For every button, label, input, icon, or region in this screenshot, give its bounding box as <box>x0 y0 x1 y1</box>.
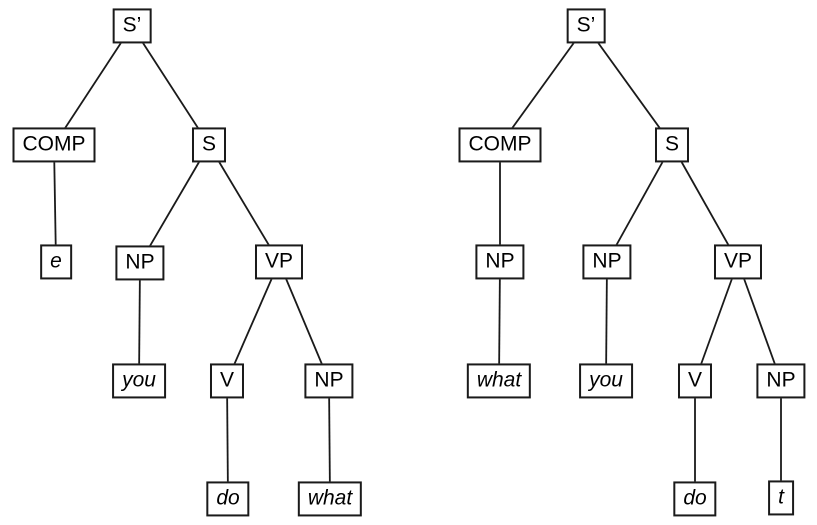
right-tree-node-do: do <box>673 481 717 517</box>
left-tree-node-vp: VP <box>254 244 304 280</box>
left-tree-edge-vp-np-obj <box>278 261 330 382</box>
right-tree-node-vp: VP <box>713 244 763 280</box>
right-tree-node-you: you <box>579 363 633 399</box>
right-tree-edge-s-bar-comp <box>499 25 587 146</box>
right-tree-edge-s-vp <box>671 144 739 263</box>
left-tree-edge-comp-e <box>53 144 57 263</box>
left-tree-node-e: e <box>40 244 72 280</box>
left-tree-node-comp: COMP <box>12 127 96 163</box>
right-tree-node-v: V <box>677 363 713 399</box>
left-tree-node-you: you <box>112 363 166 399</box>
right-tree-node-s-bar: S’ <box>566 8 606 44</box>
right-tree-node-t: t <box>768 480 794 516</box>
left-tree-edge-s-bar-s <box>131 25 210 146</box>
left-tree-edge-v-do <box>226 380 229 500</box>
left-tree-node-what: what <box>297 481 363 517</box>
left-tree-edge-vp-v <box>226 261 280 382</box>
left-tree-edge-np-subj-you <box>138 262 141 382</box>
right-tree-edge-s-np-subj <box>606 144 673 263</box>
left-tree-node-v: V <box>209 363 245 399</box>
right-tree-edge-np-comp-what <box>498 261 501 382</box>
left-tree-edge-s-bar-comp <box>53 25 133 146</box>
right-tree-edge-vp-np-obj <box>737 261 782 382</box>
right-tree-node-np-comp: NP <box>475 244 525 280</box>
left-tree-edge-np-obj-what <box>328 380 331 500</box>
left-tree-node-do: do <box>206 481 250 517</box>
right-tree-node-what: what <box>466 363 532 399</box>
right-tree-node-comp: COMP <box>458 127 542 163</box>
left-tree-edge-s-vp <box>208 144 280 263</box>
right-tree-node-np-subj: NP <box>582 244 632 280</box>
left-tree-node-np-obj: NP <box>304 363 354 399</box>
right-tree-edge-vp-v <box>694 261 739 382</box>
left-tree-edge-s-np-subj <box>139 144 210 264</box>
right-tree-node-s: S <box>654 127 690 163</box>
left-tree-node-s: S <box>191 127 227 163</box>
left-tree-node-s-bar: S’ <box>112 8 152 44</box>
right-tree-edge-s-bar-s <box>585 25 673 146</box>
left-tree-node-np-subj: NP <box>115 245 165 281</box>
right-tree-edge-np-subj-you <box>605 261 608 382</box>
right-tree-node-np-obj: NP <box>756 363 806 399</box>
